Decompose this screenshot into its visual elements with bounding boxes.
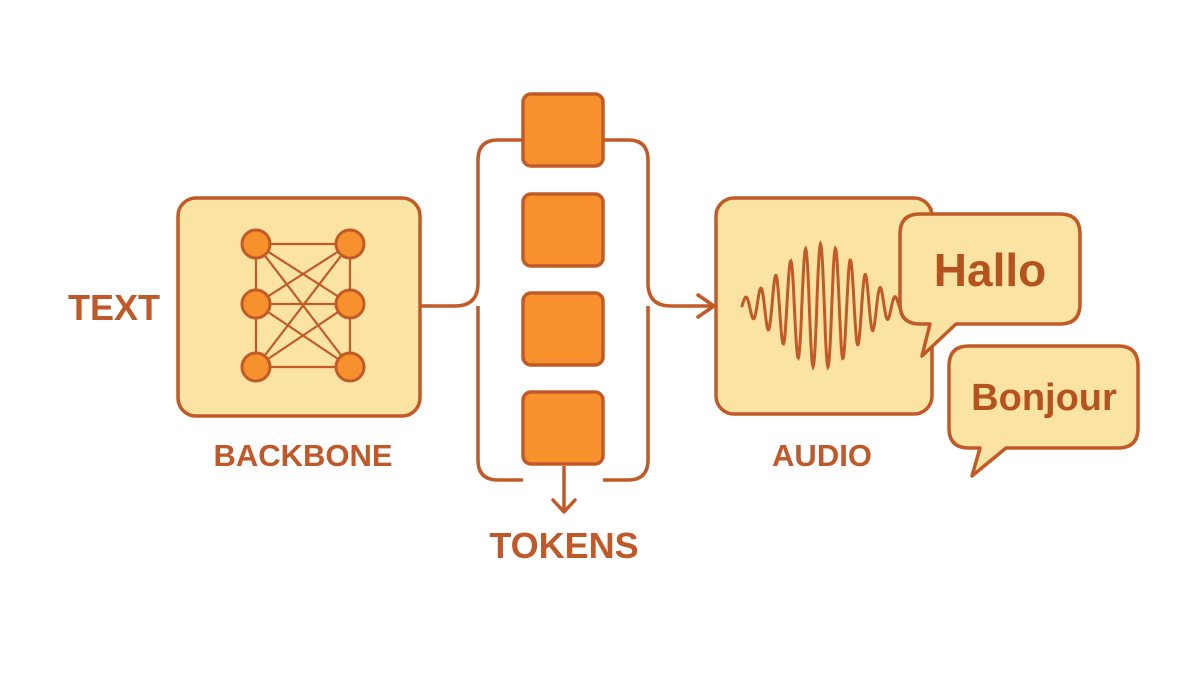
waveform-icon — [740, 239, 902, 372]
tokens-bracket-right — [603, 306, 650, 482]
speech-bubble-2: Bonjour — [947, 344, 1140, 478]
speech-bubble-2-text: Bonjour — [971, 377, 1117, 419]
tokens-label: TOKENS — [489, 525, 638, 566]
token-square — [521, 291, 605, 367]
token-square — [521, 192, 605, 268]
connector-backbone-tokens — [420, 138, 523, 308]
speech-bubble-1-text: Hallo — [934, 244, 1046, 296]
token-stack — [521, 92, 605, 466]
speech-bubble-2-shape — [947, 344, 1140, 478]
speech-bubble-1-shape — [898, 212, 1082, 358]
arrow-head-icon — [696, 293, 716, 319]
neural-network-icon — [240, 228, 366, 383]
token-square — [521, 92, 605, 168]
arrow-down-icon — [551, 498, 577, 514]
audio-panel — [714, 196, 934, 416]
tokens-bracket-left — [476, 306, 523, 482]
speech-bubble-1: Hallo — [898, 212, 1082, 358]
backbone-panel — [176, 196, 422, 418]
audio-label: AUDIO — [772, 438, 872, 473]
input-label: TEXT — [68, 287, 160, 328]
backbone-box — [176, 196, 422, 418]
connector-tokens-audio — [603, 138, 712, 308]
token-square — [521, 390, 605, 466]
backbone-label: BACKBONE — [213, 438, 392, 473]
